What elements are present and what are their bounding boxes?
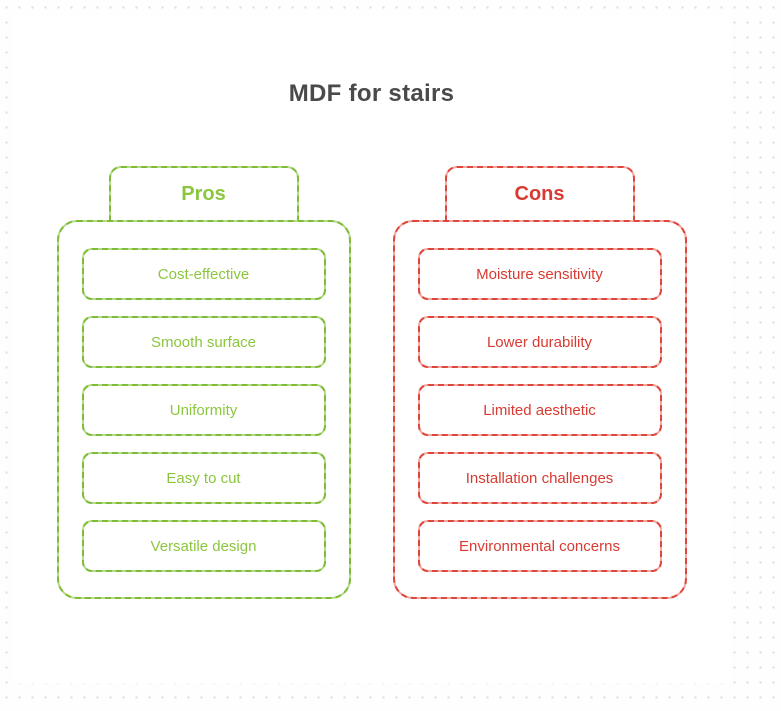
pros-item-label: Versatile design bbox=[150, 537, 257, 555]
cons-column: Cons Moisture sensitivity Lower durabili… bbox=[392, 166, 687, 599]
pros-item: Cost-effective bbox=[81, 248, 326, 300]
pros-column: Pros Cost-effective Smooth surface Unifo… bbox=[56, 166, 351, 599]
pros-item: Easy to cut bbox=[81, 452, 326, 504]
pros-item: Smooth surface bbox=[81, 316, 326, 368]
cons-item: Moisture sensitivity bbox=[417, 248, 662, 300]
cons-label: Cons bbox=[514, 182, 565, 205]
cons-item: Installation challenges bbox=[417, 452, 662, 504]
diagram-title: MDF for stairs bbox=[288, 80, 455, 107]
pros-item: Versatile design bbox=[81, 520, 326, 572]
pros-panel: Cost-effective Smooth surface Uniformity… bbox=[56, 220, 351, 599]
pros-label: Pros bbox=[181, 182, 226, 205]
canvas-card: MDF for stairs Pros Cost-effective Smoot… bbox=[12, 16, 731, 683]
pros-header-tab: Pros bbox=[108, 166, 299, 220]
cons-item-label: Lower durability bbox=[486, 333, 593, 351]
cons-item-label: Limited aesthetic bbox=[483, 401, 596, 419]
pros-item: Uniformity bbox=[81, 384, 326, 436]
cons-item: Limited aesthetic bbox=[417, 384, 662, 436]
cons-panel: Moisture sensitivity Lower durability Li… bbox=[392, 220, 687, 599]
pros-cons-diagram: Pros Cost-effective Smooth surface Unifo… bbox=[12, 166, 731, 599]
cons-item: Lower durability bbox=[417, 316, 662, 368]
cons-item-label: Moisture sensitivity bbox=[476, 265, 603, 283]
pros-item-label: Smooth surface bbox=[150, 333, 257, 351]
pros-item-label: Easy to cut bbox=[166, 469, 241, 487]
cons-item-label: Installation challenges bbox=[465, 469, 614, 487]
cons-item-label: Environmental concerns bbox=[459, 537, 620, 555]
pros-item-label: Cost-effective bbox=[157, 265, 250, 283]
pros-item-label: Uniformity bbox=[169, 401, 238, 419]
cons-header-tab: Cons bbox=[444, 166, 635, 220]
cons-item: Environmental concerns bbox=[417, 520, 662, 572]
